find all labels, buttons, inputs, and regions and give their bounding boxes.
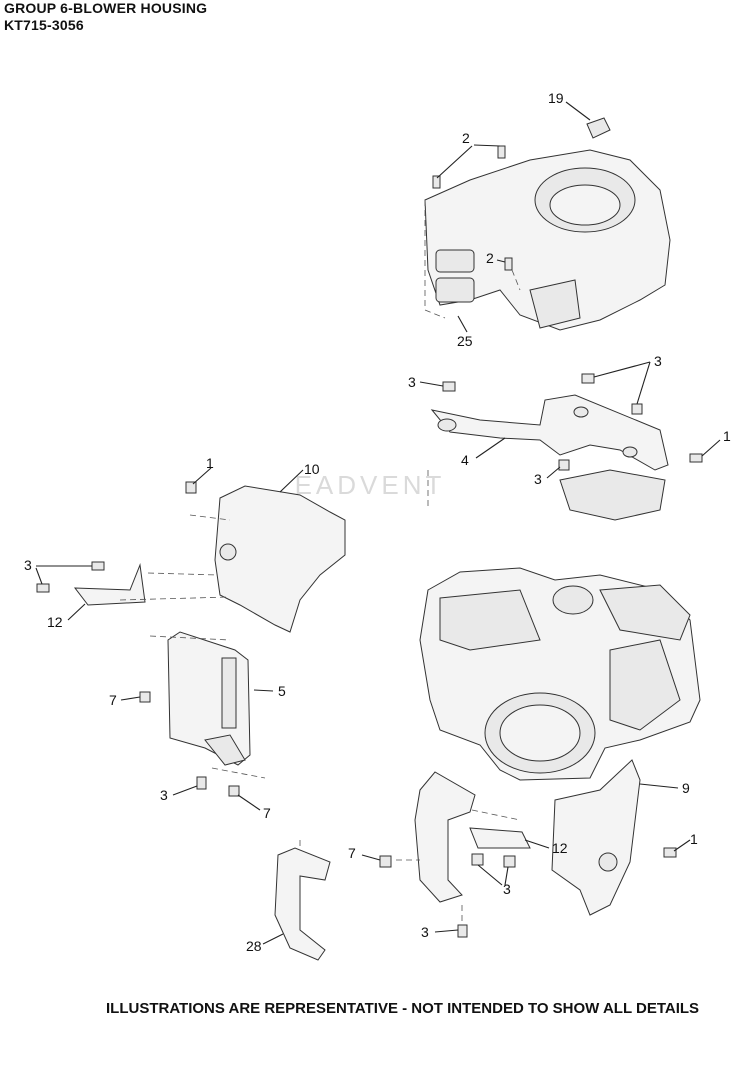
callout-7b: 7: [263, 805, 271, 821]
callout-3a: 3: [408, 374, 416, 390]
callout-4: 4: [461, 452, 469, 468]
screw-3-baffle-center: [558, 459, 570, 471]
model-number: KT715-3056: [4, 17, 84, 33]
shield-5: [167, 631, 251, 766]
callout-10: 10: [304, 461, 320, 477]
nut-7-shield-bottom: [228, 785, 240, 797]
callout-3g: 3: [421, 924, 429, 940]
callout-7c: 7: [348, 845, 356, 861]
screw-3-left-a: [91, 561, 105, 571]
blower-clip-19: [586, 117, 611, 139]
callout-3e: 3: [160, 787, 168, 803]
engine-block: [419, 567, 701, 781]
disclaimer-footer: ILLUSTRATIONS ARE REPRESENTATIVE - NOT I…: [106, 1000, 700, 1017]
callout-1a: 1: [723, 428, 731, 444]
callout-2a: 2: [462, 130, 470, 146]
screw-3-shield: [196, 776, 207, 790]
bracket-12-left: [73, 563, 146, 606]
screw-2c: [504, 257, 513, 271]
screw-3-bottom: [457, 924, 468, 938]
callout-25: 25: [457, 333, 473, 349]
callout-3f: 3: [503, 881, 511, 897]
callout-9: 9: [682, 780, 690, 796]
screw-2b: [497, 145, 506, 159]
callout-12b: 12: [552, 840, 568, 856]
baffle-4: [430, 394, 669, 521]
screw-2a: [432, 175, 441, 189]
callout-3d: 3: [24, 557, 32, 573]
screw-3-baffle-top: [581, 373, 595, 384]
callout-labels: 19 2 2 25 3 3 4 1 3 1 10 3 12 7 5 3 7 9 …: [24, 90, 731, 954]
screw-3-baffle-left: [442, 381, 456, 392]
callout-5: 5: [278, 683, 286, 699]
nut-7-right: [379, 855, 392, 868]
callout-2b: 2: [486, 250, 494, 266]
screw-3-baffle-bottom: [631, 403, 643, 415]
screw-1-shield: [185, 481, 197, 494]
nut-3-right-a: [471, 853, 484, 866]
air-guide: [414, 771, 476, 903]
callout-19: 19: [548, 90, 564, 106]
screw-1-baffle: [689, 453, 703, 463]
bracket-12-right: [469, 827, 531, 849]
nut-3-right-b: [503, 855, 516, 868]
callout-7a: 7: [109, 692, 117, 708]
leader-lines: [35, 101, 721, 945]
callout-28: 28: [246, 938, 262, 954]
callout-3c: 3: [534, 471, 542, 487]
shield-10: [214, 485, 346, 633]
group-title: GROUP 6-BLOWER HOUSING: [4, 0, 208, 16]
nut-7-shield: [139, 691, 151, 703]
assembly-dashed-lines: [119, 200, 521, 925]
callout-1b: 1: [206, 455, 214, 471]
blower-housing: [424, 149, 671, 331]
bracket-9: [551, 759, 641, 916]
callout-12a: 12: [47, 614, 63, 630]
callout-3b: 3: [654, 353, 662, 369]
screw-1-bracket9: [663, 847, 677, 858]
screw-3-left-b: [36, 583, 50, 593]
bracket-28: [274, 847, 331, 961]
watermark: EADVENT: [294, 470, 446, 500]
callout-1c: 1: [690, 831, 698, 847]
